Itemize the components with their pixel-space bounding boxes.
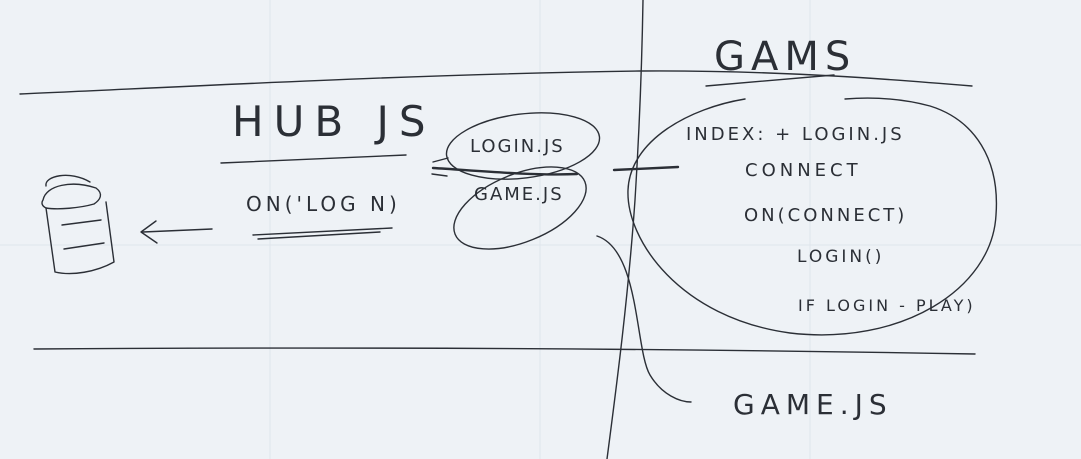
hub-js-heading: HUB JS: [232, 97, 436, 146]
index-ellipse: [627, 97, 998, 336]
on-connect-label: ON(CONNECT): [744, 205, 907, 226]
game-js-ellipse: [453, 166, 587, 250]
login-to-index-line: [612, 165, 680, 172]
if-login-label: IF LOGIN - PLAY): [798, 296, 976, 315]
hub-underline: [220, 154, 407, 164]
on-login-label: ON('LOG N): [246, 192, 401, 216]
index-login-label: INDEX: + LOGIN.JS: [686, 124, 905, 145]
cylinder-icon: [41, 174, 115, 275]
game-js-bottom-label: GAME.JS: [733, 388, 893, 421]
connect-label: CONNECT: [745, 160, 862, 181]
login-js-ellipse: [445, 112, 601, 180]
vertical-divider-line: [606, 0, 644, 459]
arrow-left-icon: [140, 220, 213, 244]
bottom-boundary-line: [33, 347, 976, 355]
gams-heading: GAMS: [714, 34, 856, 80]
top-boundary-line: [19, 70, 973, 95]
gams-underline: [705, 74, 835, 87]
hub-connector-line: [431, 166, 579, 176]
on-login-underline: [252, 227, 393, 236]
login-call-label: LOGIN(): [797, 247, 884, 267]
game-js-connector-curve: [596, 235, 692, 403]
login-js-label: LOGIN.JS: [470, 136, 565, 157]
game-js-small-label: GAME.JS: [474, 184, 564, 205]
